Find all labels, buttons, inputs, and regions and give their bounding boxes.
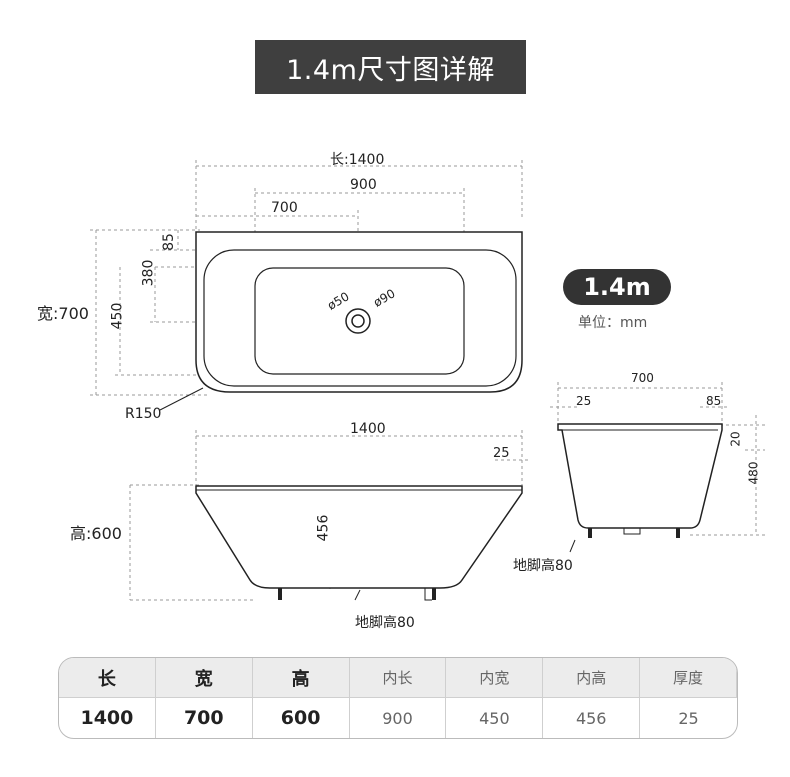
side-foot-left xyxy=(588,528,592,538)
radius-label: R150 xyxy=(125,406,162,422)
drain-from-edge-label: 380 xyxy=(140,259,157,287)
unit-label: 单位：mm xyxy=(578,315,648,331)
value-inner-height: 456 xyxy=(543,698,641,738)
tub-front-outline xyxy=(195,485,523,589)
value-height: 600 xyxy=(253,698,350,738)
length-label: 长:1400 xyxy=(330,152,385,168)
value-thickness: 25 xyxy=(678,708,699,728)
width-label: 宽:700 xyxy=(37,304,89,323)
front-feet-label: 地脚高80 xyxy=(355,615,415,631)
rim-height-label: 20 xyxy=(728,431,743,447)
side-rim-back-label: 85 xyxy=(706,394,722,408)
value-length: 1400 xyxy=(59,698,156,738)
inner-width-label: 450 xyxy=(109,302,126,330)
size-badge: 1.4m xyxy=(563,269,671,305)
header-inner-width: 内宽 xyxy=(446,658,544,698)
inner-length-label: 900 xyxy=(350,177,377,193)
spec-table: 长 宽 高 内长 内宽 内高 厚度 1400 700 600 900 450 4… xyxy=(58,657,738,739)
side-foot-right xyxy=(676,528,680,538)
value-inner-length: 900 xyxy=(350,698,447,738)
height-label: 高:600 xyxy=(70,524,122,543)
drain-offset-label: 700 xyxy=(271,200,298,216)
side-width-label: 700 xyxy=(631,371,654,385)
tub-basin xyxy=(254,267,465,375)
foot-right xyxy=(432,588,436,600)
page-title: 1.4m尺寸图详解 xyxy=(255,40,526,94)
header-width: 宽 xyxy=(155,658,253,698)
tub-inner-rim xyxy=(203,249,517,387)
header-thickness: 厚度 xyxy=(640,658,737,698)
header-inner-length: 内长 xyxy=(349,658,447,698)
rim-back-label: 85 xyxy=(160,233,177,251)
header-length: 长 xyxy=(59,658,156,698)
rim-thickness-label: 25 xyxy=(493,446,510,461)
header-height: 高 xyxy=(252,658,350,698)
front-length-label: 1400 xyxy=(350,421,386,437)
value-width: 700 xyxy=(156,698,253,738)
tub-side-outline xyxy=(557,423,723,529)
header-inner-height: 内高 xyxy=(543,658,641,698)
side-feet-label: 地脚高80 xyxy=(513,558,573,574)
foot-left xyxy=(278,588,282,600)
side-rim-front-label: 25 xyxy=(576,394,592,408)
body-height-label: 480 xyxy=(746,461,761,485)
value-inner-width: 450 xyxy=(446,698,544,738)
inner-depth-label: 456 xyxy=(315,514,332,542)
drain-inner xyxy=(351,314,365,328)
